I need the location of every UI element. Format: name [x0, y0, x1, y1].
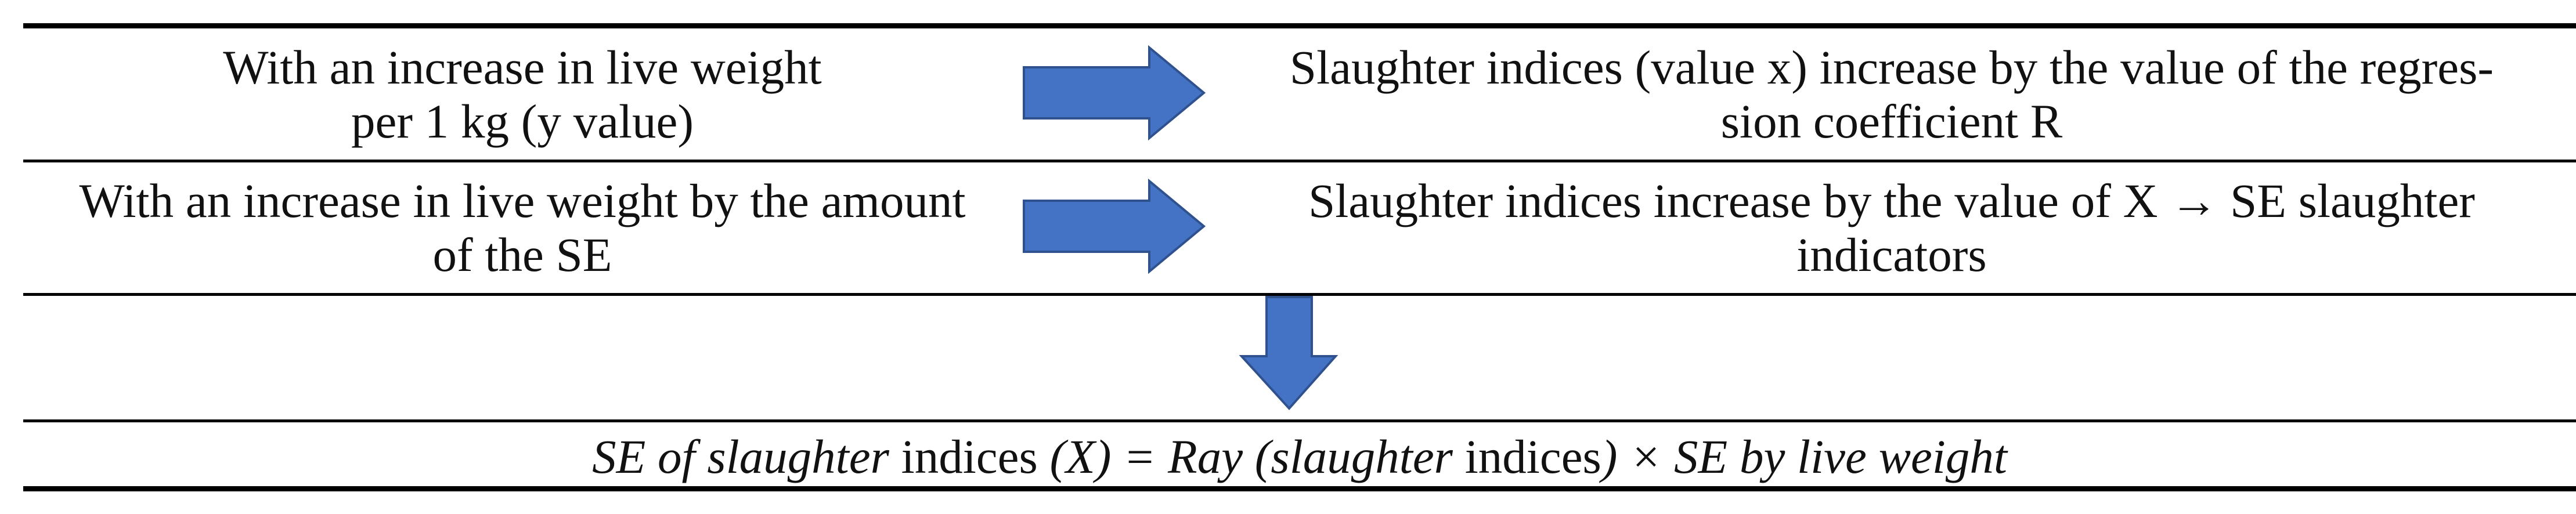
row-divider-3 — [23, 419, 2576, 422]
row-2-right-line-1: Slaughter indices increase by the value … — [1308, 173, 2475, 227]
formula-part-1: SE of slaughter — [592, 430, 889, 483]
row-divider-2 — [23, 293, 2576, 296]
row-2-left-line-1: With an increase in live weight by the a… — [79, 173, 966, 227]
row-2-right-line-2: indicators — [1796, 227, 1987, 281]
formula-part-2: indices — [889, 430, 1050, 483]
formula-line: SE of slaughter indices (X) = Ray (slaug… — [23, 428, 2576, 486]
formula-part-3: (X) = Ray (slaughter — [1049, 430, 1453, 483]
row-1-right-line-1: Slaughter indices (value x) increase by … — [1289, 40, 2494, 94]
row-2-left-line-2: of the SE — [432, 227, 612, 281]
bottom-rule — [23, 486, 2576, 491]
row-2-left-text: With an increase in live weight by the a… — [23, 162, 1022, 293]
arrow-right-icon — [1023, 179, 1206, 274]
row-1-left-line-2: per 1 kg (y value) — [351, 94, 694, 148]
arrow-down-icon — [1239, 296, 1338, 410]
formula-part-5: ) × — [1601, 430, 1674, 483]
row-1-left-text: With an increase in live weight per 1 kg… — [23, 29, 1022, 160]
formula-part-4: indices — [1452, 430, 1601, 483]
row-1-right-line-2: sion coefficient R — [1720, 94, 2063, 148]
row-1-right-text: Slaughter indices (value x) increase by … — [1207, 29, 2576, 160]
row-divider-1 — [23, 160, 2576, 162]
row-1-left-line-1: With an increase in live weight — [223, 40, 822, 94]
arrow-right-icon — [1023, 45, 1206, 140]
top-rule — [23, 23, 2576, 28]
formula-part-6: SE by live weight — [1674, 430, 2007, 483]
row-2-right-text: Slaughter indices increase by the value … — [1207, 162, 2576, 293]
